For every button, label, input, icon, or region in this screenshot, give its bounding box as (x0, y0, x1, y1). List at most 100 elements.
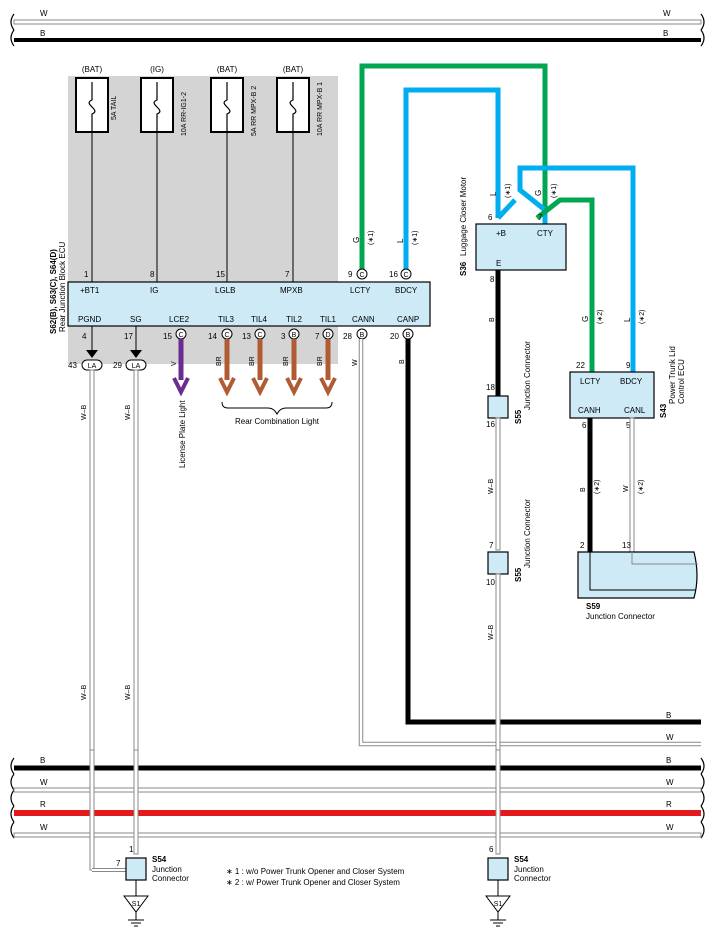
svg-text:SG: SG (130, 315, 142, 324)
svg-text:Luggage Closer Motor: Luggage Closer Motor (459, 177, 468, 256)
svg-text:L: L (396, 238, 405, 243)
arrow-down-icon (172, 377, 190, 397)
svg-text:W: W (623, 485, 630, 492)
svg-text:(BAT): (BAT) (82, 65, 103, 74)
svg-text:G: G (534, 190, 543, 196)
svg-text:MPXB: MPXB (280, 286, 303, 295)
arrow-down-icon (251, 377, 269, 397)
svg-text:BR: BR (249, 356, 256, 366)
svg-text:4: 4 (82, 332, 87, 341)
svg-text:B: B (489, 317, 496, 322)
fuse-rr-mpx-b2: (BAT) 5A RR MPX-B 2 (210, 65, 258, 136)
svg-text:IG: IG (150, 286, 158, 295)
arrow-down-icon (319, 377, 337, 397)
svg-text:W–B: W–B (81, 405, 88, 421)
svg-text:7: 7 (285, 270, 290, 279)
svg-text:B: B (399, 359, 406, 364)
svg-text:3: 3 (281, 332, 286, 341)
svg-text:15: 15 (163, 332, 172, 341)
svg-text:1: 1 (129, 845, 134, 854)
svg-text:BR: BR (317, 356, 324, 366)
svg-text:9: 9 (348, 270, 353, 279)
svg-text:+BT1: +BT1 (80, 286, 100, 295)
svg-text:CANH: CANH (578, 406, 601, 415)
svg-text:(BAT): (BAT) (283, 65, 304, 74)
top-bus-w-label-left: W (40, 9, 48, 18)
svg-text:TIL2: TIL2 (286, 315, 303, 324)
svg-text:C: C (359, 272, 364, 279)
svg-text:28: 28 (343, 332, 352, 341)
svg-text:22: 22 (576, 361, 585, 370)
svg-text:CANP: CANP (397, 315, 419, 324)
note-2: ∗ 2 : w/ Power Trunk Opener and Closer S… (226, 878, 400, 887)
top-bus-group: W W B B (10, 9, 705, 47)
svg-text:7: 7 (489, 541, 494, 550)
svg-text:7: 7 (116, 859, 121, 868)
rear-combination-light-label: Rear Combination Light (235, 417, 320, 426)
svg-text:TIL4: TIL4 (251, 315, 268, 324)
svg-text:5: 5 (626, 421, 631, 430)
fuse-group: (BAT) 5A TAIL (IG) 10A RR-IG1-2 (BAT) 5A… (75, 65, 324, 282)
svg-text:W–B: W–B (81, 685, 88, 701)
svg-text:R: R (666, 800, 672, 809)
svg-text:29: 29 (113, 361, 122, 370)
svg-text:CANN: CANN (352, 315, 375, 324)
chevron-down-icon (130, 350, 142, 358)
svg-text:(∗2): (∗2) (594, 480, 601, 494)
svg-text:10: 10 (486, 578, 495, 587)
jb-top-wire-labels: G (∗1) L (∗1) (352, 231, 419, 245)
svg-text:W–B: W–B (125, 685, 132, 701)
svg-text:1: 1 (84, 270, 89, 279)
svg-text:9: 9 (626, 361, 631, 370)
svg-text:C: C (178, 332, 183, 339)
svg-text:TIL1: TIL1 (320, 315, 337, 324)
fuse-icon (223, 82, 231, 132)
svg-text:14: 14 (208, 332, 217, 341)
svg-text:L: L (489, 191, 498, 196)
fuse-rr-mpx-b1: (BAT) 10A RR MPX-B 1 (276, 65, 324, 136)
ground-icon (123, 895, 149, 913)
svg-text:G: G (581, 316, 590, 322)
note-1: ∗ 1 : w/o Power Trunk Opener and Closer … (226, 867, 405, 876)
svg-text:LCTY: LCTY (350, 286, 371, 295)
svg-text:7: 7 (315, 332, 320, 341)
luggage-closer-motor-box (475, 223, 567, 271)
svg-text:(∗1): (∗1) (412, 231, 419, 245)
svg-text:17: 17 (124, 332, 133, 341)
svg-text:10A RR-IG1-2: 10A RR-IG1-2 (181, 92, 188, 136)
svg-text:16: 16 (389, 270, 398, 279)
svg-text:C: C (224, 332, 229, 339)
svg-text:(∗2): (∗2) (639, 310, 646, 324)
jb-ref-label: S62(B), S63(C), S64(D) (49, 249, 58, 334)
svg-text:LA: LA (132, 363, 141, 370)
svg-text:(∗2): (∗2) (597, 310, 604, 324)
svg-text:BDCY: BDCY (620, 377, 643, 386)
svg-text:S1: S1 (494, 901, 503, 908)
svg-text:CANL: CANL (624, 406, 646, 415)
power-trunk-lid-control-ecu: 22 LCTY 9 BDCY CANH CANL 6 5 S43 Power T… (569, 346, 686, 430)
svg-text:V: V (171, 361, 178, 366)
rear-junction-block-ecu-box (67, 281, 431, 327)
svg-text:B: B (580, 487, 587, 492)
svg-text:7: 7 (538, 213, 543, 222)
svg-text:Junction Connector: Junction Connector (586, 612, 655, 621)
bracket (221, 401, 333, 416)
svg-text:PGND: PGND (78, 315, 101, 324)
svg-text:LA: LA (88, 363, 97, 370)
svg-text:Junction Connector: Junction Connector (523, 499, 532, 568)
trunk-ecu-box (569, 371, 655, 419)
svg-text:Control ECU: Control ECU (677, 359, 686, 404)
svg-text:TIL3: TIL3 (218, 315, 235, 324)
svg-text:(BAT): (BAT) (217, 65, 238, 74)
svg-text:W: W (40, 823, 48, 832)
license-plate-light-label: License Plate Light (178, 400, 187, 468)
svg-text:R: R (40, 800, 46, 809)
svg-text:W–B: W–B (488, 479, 495, 495)
arrow-down-icon (218, 377, 236, 397)
svg-text:W: W (666, 823, 674, 832)
svg-text:B: B (666, 756, 671, 765)
svg-text:15: 15 (216, 270, 225, 279)
svg-text:2: 2 (580, 541, 585, 550)
svg-text:13: 13 (622, 541, 631, 550)
